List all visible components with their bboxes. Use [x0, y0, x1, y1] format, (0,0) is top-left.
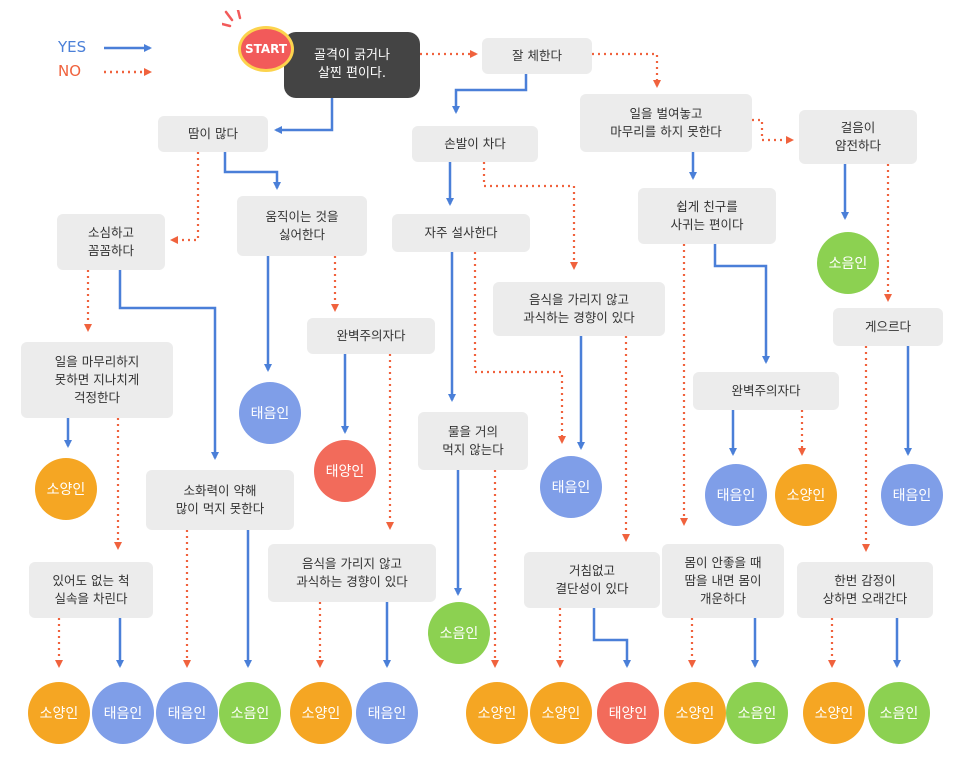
question-q-worry: 일을 마무리하지 못하면 지나치게 걱정한다 [21, 342, 173, 418]
edge-q-coldhands-to-q-eatall1-no [482, 162, 578, 270]
legend-arrows [104, 44, 152, 76]
question-q-lazymove: 움직이는 것을 싫어한다 [237, 196, 367, 256]
question-q-sweat: 잘 체한다 [482, 38, 592, 74]
result-r-soeum-top: 소음인 [817, 232, 879, 294]
result-r-taeeum-d: 태음인 [881, 464, 943, 526]
question-q-anxious: 일을 벌여놓고 마무리를 하지 못한다 [580, 94, 752, 152]
edge-q-sweat-to-q-coldhands-yes [452, 74, 528, 114]
legend-yes: YES [58, 38, 104, 56]
result-b4: 소음인 [219, 682, 281, 744]
legend-no: NO [58, 62, 104, 80]
edge-q-timid-to-q-digest-yes [118, 270, 219, 460]
result-b10: 소양인 [664, 682, 726, 744]
question-q-walk: 걸음이 얌전하다 [799, 110, 917, 164]
start-badge: START [238, 26, 294, 72]
question-q-perfect1: 완벽주의자다 [307, 318, 435, 354]
result-r-taeeum-b: 태음인 [540, 456, 602, 518]
question-q-timid: 소심하고 꼼꼼하다 [57, 214, 165, 270]
edge-q-manysweat-to-q-lazymove-yes [223, 152, 281, 190]
result-r-taeyang-a: 태양인 [314, 440, 376, 502]
question-q-perfect2: 완벽주의자다 [693, 372, 839, 410]
result-b9: 태양인 [597, 682, 659, 744]
question-q-coldhands: 손발이 차다 [412, 126, 538, 162]
legend-no-label: NO [58, 62, 82, 80]
result-b13: 소음인 [868, 682, 930, 744]
question-q-sick: 몸이 안좋을 때 땀을 내면 몸이 개운하다 [662, 544, 784, 618]
edge-q-manysweat-to-q-timid-no [170, 152, 200, 244]
result-r-soeum-mid: 소음인 [428, 602, 490, 664]
question-q-grudge: 한번 감정이 상하면 오래간다 [797, 562, 933, 618]
edge-q-friends-to-q-perfect2-yes [713, 244, 770, 364]
edge-q-sweat-to-q-anxious-no [592, 52, 661, 88]
edge-layer [55, 50, 912, 668]
result-b1: 소양인 [28, 682, 90, 744]
legend-yes-label: YES [58, 38, 87, 56]
result-b2: 태음인 [92, 682, 154, 744]
question-q-friends: 쉽게 친구를 사귀는 편이다 [638, 188, 776, 244]
result-b8: 소양인 [530, 682, 592, 744]
question-q-lazy: 게으르다 [833, 308, 943, 346]
question-q-diarrhea: 자주 설사한다 [392, 214, 530, 252]
result-r-soyang-a: 소양인 [35, 458, 97, 520]
question-q-rough: 거침없고 결단성이 있다 [524, 552, 660, 608]
question-q-start: 골격이 굵거나 살찐 편이다. [284, 32, 420, 98]
question-q-water: 물을 거의 먹지 않는다 [418, 412, 528, 470]
edge-q-start-to-q-manysweat-yes [274, 98, 334, 134]
edge-q-anxious-to-q-walk-no [752, 118, 794, 144]
start-badge-label: START [244, 42, 288, 56]
question-q-forget: 있어도 없는 척 실속을 차린다 [29, 562, 153, 618]
edge-q-diarrhea-to-r-taeeum-b-no [473, 252, 566, 444]
question-q-digest: 소화력이 약해 많이 먹지 못한다 [146, 470, 294, 530]
result-b7: 소양인 [466, 682, 528, 744]
result-b5: 소양인 [290, 682, 352, 744]
result-r-soyang-b: 소양인 [775, 464, 837, 526]
edge-q-rough-to-b9-yes [592, 608, 631, 668]
result-b11: 소음인 [726, 682, 788, 744]
result-r-taeeum-c: 태음인 [705, 464, 767, 526]
result-r-taeeum-a: 태음인 [239, 382, 301, 444]
start-burst-icon [222, 10, 242, 28]
result-b3: 태음인 [156, 682, 218, 744]
question-q-eatall2: 음식을 가리지 않고 과식하는 경향이 있다 [268, 544, 436, 602]
question-q-manysweat: 땀이 많다 [158, 116, 268, 152]
question-q-eatall1: 음식을 가리지 않고 과식하는 경향이 있다 [493, 282, 665, 336]
result-b12: 소양인 [803, 682, 865, 744]
result-b6: 태음인 [356, 682, 418, 744]
